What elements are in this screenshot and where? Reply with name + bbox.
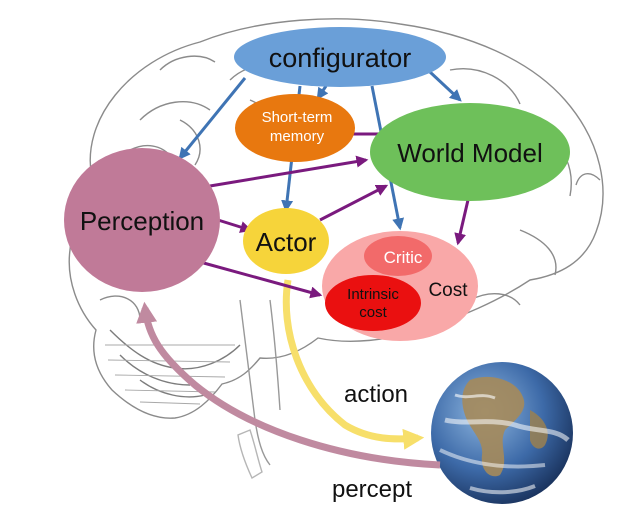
- short-term-memory-label-line1: Short-term: [262, 109, 333, 126]
- short-term-memory-shape: [235, 94, 355, 162]
- short-term-memory-node: Short-term memory: [235, 94, 355, 162]
- perception-node: Perception: [64, 148, 220, 292]
- configurator-label: configurator: [269, 43, 412, 73]
- perception-to-cost-arrow: [199, 260, 323, 299]
- intrinsic-cost-label-line2: cost: [359, 304, 387, 321]
- world-model-shape: [370, 103, 570, 201]
- short-term-memory-label-line2: memory: [270, 128, 325, 145]
- percept-arrow: [136, 301, 441, 469]
- action-arrow: [282, 279, 425, 450]
- perception-label: Perception: [80, 206, 204, 236]
- config-to-memory-arrow: [316, 85, 329, 100]
- action-label: action: [344, 381, 408, 408]
- actor-label: Actor: [256, 227, 317, 257]
- critic-shape: [364, 236, 432, 276]
- actor-shape: [243, 208, 329, 274]
- world-model-node: World Model: [370, 103, 570, 201]
- actor-to-worldmodel-arrow: [319, 184, 389, 222]
- cost-label: Cost: [428, 280, 468, 301]
- configurator-shape: [234, 27, 446, 87]
- perception-to-actor-arrow: [217, 218, 253, 233]
- configurator-node: configurator: [234, 27, 446, 87]
- percept-label: percept: [332, 476, 412, 503]
- world-model-label: World Model: [397, 138, 542, 168]
- cost-node: Cost Critic Intrinsic cost: [322, 231, 478, 341]
- perception-to-worldmodel-arrow: [209, 155, 369, 188]
- config-to-worldmodel-arrow: [428, 70, 462, 102]
- worldmodel-to-cost-arrow: [454, 199, 470, 246]
- perception-shape: [64, 148, 220, 292]
- intrinsic-cost-shape: [325, 275, 421, 331]
- config-to-perception-arrow: [178, 77, 247, 160]
- intrinsic-cost-label-line1: Intrinsic: [347, 286, 399, 303]
- earth-globe-icon: [431, 362, 573, 504]
- actor-node: Actor: [243, 208, 329, 274]
- critic-label: Critic: [384, 248, 423, 267]
